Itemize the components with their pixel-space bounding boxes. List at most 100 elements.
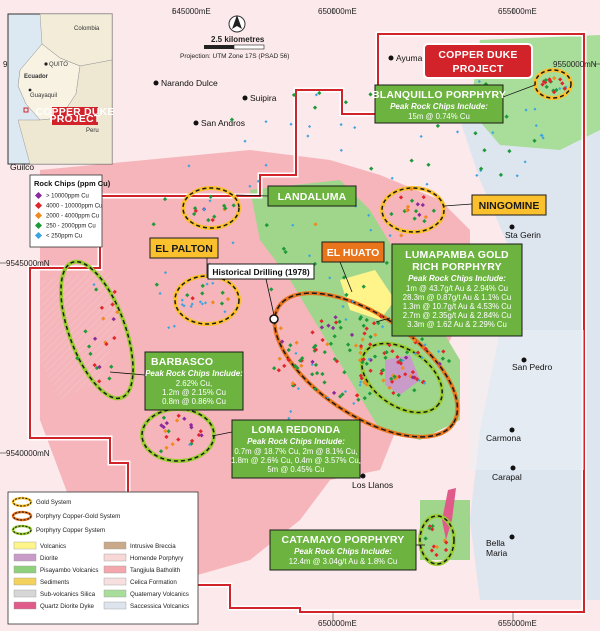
el-palton-title: EL PALTON — [155, 243, 213, 255]
rock-chip-sample — [443, 547, 449, 553]
rock-chip-sample — [410, 370, 416, 375]
volcanics-area — [340, 270, 395, 320]
rock-chip-sample — [387, 385, 392, 390]
town-san-pedro: San Pedro — [512, 362, 552, 372]
rock-chip-sample — [378, 314, 383, 319]
rock-chip-sample — [358, 346, 364, 351]
prospect-lumapamba: LUMAPAMBA GOLD RICH PORPHYRY Peak Rock C… — [391, 243, 523, 337]
legend-unit-swatch — [103, 565, 127, 574]
rock-chip-sample — [223, 206, 228, 211]
rock-chip-sample — [429, 548, 435, 553]
coord-right-9550: 9550000mN — [553, 60, 597, 69]
rock-chip-sample — [328, 341, 334, 346]
prospect-ningomine: NINGOMINE — [471, 194, 547, 216]
blanquillo-line-1: 15m @ 0.74% Cu — [408, 112, 470, 121]
rock-chip-sample — [337, 319, 342, 324]
rock-chip-sample — [281, 246, 286, 251]
rock-chip-sample — [198, 300, 202, 304]
rock-chip-sample — [176, 437, 181, 442]
rock-chip-sample — [351, 299, 355, 304]
rock-chip-sample — [369, 166, 374, 171]
rock-chip-sample — [164, 445, 169, 450]
legend-unit-label: Quartz Diorite Dyke — [40, 603, 95, 610]
legend-unit-label: Celica Formation — [130, 579, 177, 586]
rock-chip-sample — [200, 283, 205, 289]
town-carmona: Carmona — [486, 433, 521, 443]
rock-chip-sample — [332, 334, 337, 339]
rock-chip-sample — [163, 428, 168, 434]
rock-chip-sample — [417, 212, 422, 218]
barbasco-subtitle: Peak Rock Chips Include: — [145, 369, 243, 378]
town-los-llanos: Los Llanos — [352, 480, 393, 490]
legend-unit-swatch — [13, 577, 37, 586]
rock-chip-sample — [294, 340, 299, 345]
rock-chip-sample — [387, 342, 392, 348]
rock-chip-sample — [397, 374, 402, 379]
towns: Ayuma Narando Dulce Suipira San Andros G… — [10, 53, 552, 558]
legend-unit-swatch — [103, 601, 127, 610]
legend-unit-label: Intrusive Breccia — [130, 543, 176, 550]
rock-chip-sample — [311, 345, 317, 350]
rock-chip-sample — [395, 354, 400, 360]
rock-chip-sample — [415, 202, 420, 207]
rock-chip-sample — [427, 526, 432, 531]
rock-chip-legend-label: 2000 - 4000ppm Cu — [46, 214, 99, 220]
ningomine-title: NINGOMINE — [479, 200, 540, 212]
rock-chip-sample — [313, 222, 318, 227]
rock-chips-title: Rock Chips (ppm Cu) — [34, 179, 111, 188]
inset-project-line1: COPPER DUKE — [35, 106, 114, 118]
blanquillo-subtitle: Peak Rock Chips Include: — [390, 102, 488, 111]
rock-chip-sample — [333, 315, 338, 320]
rock-chip-sample — [282, 363, 287, 368]
lumapamba-line-4: 2.7m @ 2.35g/t Au & 2.84% Cu — [403, 311, 511, 320]
rock-chip-sample — [164, 434, 169, 439]
catamayo-title: CATAMAYO PORPHYRY — [282, 534, 405, 546]
rock-chip-sample — [403, 372, 408, 377]
rock-chip-sample — [430, 524, 435, 529]
rock-chip-sample — [417, 378, 421, 382]
rock-chip-sample — [362, 380, 367, 385]
rock-chip-sample — [482, 148, 487, 153]
rock-chip-sample — [422, 218, 427, 224]
rock-chip-sample — [320, 371, 325, 377]
historical-drilling-title: Historical Drilling (1978) — [212, 267, 309, 277]
rock-chip-sample — [333, 320, 339, 325]
rock-chip-sample — [346, 342, 351, 347]
rock-chip-sample — [533, 107, 537, 111]
rock-chip-sample — [272, 366, 277, 371]
rock-chip-sample — [368, 368, 373, 373]
rock-chip-legend-label: 4000 - 10000ppm Cu — [46, 204, 102, 210]
rock-chip-sample — [420, 202, 425, 208]
rock-chip-sample — [434, 552, 439, 558]
legend-system-cu: Porphyry Copper System — [36, 527, 105, 534]
rock-chip-sample — [357, 358, 363, 363]
rock-chip-sample — [383, 355, 388, 360]
rock-chip-sample — [277, 356, 282, 361]
rock-chip-sample — [331, 390, 337, 395]
rock-chip-sample — [444, 540, 449, 545]
rock-chip-sample — [396, 393, 401, 398]
lumapamba-title-1: LUMAPAMBA GOLD — [405, 249, 509, 261]
rock-chip-sample — [473, 131, 478, 136]
rock-chip-samples — [75, 70, 568, 558]
rock-chip-sample — [358, 383, 362, 387]
catamayo-subtitle: Peak Rock Chips Include: — [294, 547, 392, 556]
scale-bar: 2.5 kilometres Projection: UTM Zone 17S … — [180, 35, 289, 60]
rock-chip-sample — [208, 199, 212, 203]
prospect-loma-redonda: LOMA REDONDA Peak Rock Chips Include: 0.… — [231, 419, 361, 479]
rock-chip-sample — [190, 302, 194, 306]
rock-chip-sample — [362, 331, 367, 336]
rock-chip-sample — [359, 376, 364, 381]
legend-unit-swatch — [103, 553, 127, 562]
prospect-blanquillo: BLANQUILLO PORPHYRY Peak Rock Chips Incl… — [372, 84, 506, 124]
rock-chip-sample — [384, 260, 389, 266]
rock-chip-sample — [203, 301, 208, 305]
rock-chip-sample — [231, 203, 236, 208]
rock-chip-sample — [353, 343, 359, 348]
rock-chip-sample — [398, 195, 404, 200]
historical-drilling-marker — [269, 314, 279, 324]
rock-chip-sample — [196, 432, 202, 438]
rock-chip-sample — [189, 425, 194, 430]
rock-chip-sample — [289, 409, 293, 414]
